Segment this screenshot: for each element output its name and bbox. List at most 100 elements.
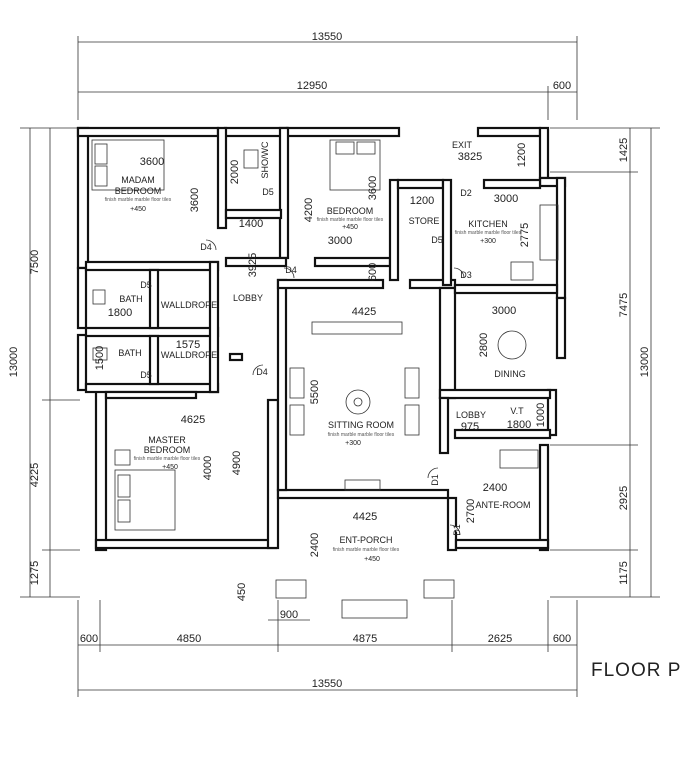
room-madam-level: +450 <box>130 206 146 213</box>
dim-top-inner: 12950 <box>297 80 328 92</box>
room-bedroom-width: 3000 <box>328 235 352 247</box>
door-label-4: D2 <box>460 188 472 198</box>
dim-bottom-seg2: 4850 <box>177 633 201 645</box>
room-dining-height: 2800 <box>478 333 490 357</box>
dimension-lines <box>20 36 660 697</box>
room-vt-width: 1800 <box>507 419 531 431</box>
room-lobby2-width: 975 <box>461 421 479 433</box>
room-walldrope2: WALLDROPE <box>161 350 217 360</box>
drawing-title: FLOOR PL <box>591 660 680 681</box>
dim-left-overall: 13000 <box>8 347 20 378</box>
room-madam-width: 3600 <box>140 156 164 168</box>
room-ante-height: 2700 <box>465 499 477 523</box>
room-kitchen-note: finish marble marble floor tiles <box>455 230 522 236</box>
room-porch-width: 4425 <box>353 511 377 523</box>
room-exit-name: EXIT <box>452 140 473 150</box>
room-porch-note: finish marble marble floor tiles <box>333 547 400 553</box>
room-sitting-width: 4425 <box>352 306 376 318</box>
room-porch-level: +450 <box>364 556 380 563</box>
room-sitting-height: 5500 <box>309 380 321 404</box>
room-porch-name: ENT-PORCH <box>339 535 392 545</box>
room-bedroom-height2: 3600 <box>367 176 379 200</box>
room-master-name1: MASTER <box>148 435 186 445</box>
door-label-9: D4 <box>256 367 268 377</box>
room-kitchen-height: 2775 <box>519 223 531 247</box>
room-dining-name: DINING <box>494 369 526 379</box>
dim-right-mid: 7475 <box>618 293 630 317</box>
room-ante-name: ANTE-ROOM <box>476 500 531 510</box>
dim-bottom-seg4: 2625 <box>488 633 512 645</box>
walls <box>76 126 567 552</box>
door-label-11: D1 <box>452 524 462 536</box>
room-madam-name2: BEDROOM <box>115 186 162 196</box>
furniture <box>91 139 559 619</box>
room-vt-name: V.T <box>510 406 524 416</box>
room-sho-width: 1400 <box>239 218 263 230</box>
room-lobby2-name: LOBBY <box>456 410 486 420</box>
room-master-name2: BEDROOM <box>144 445 191 455</box>
door-symbols <box>205 239 465 536</box>
door-label-5: D5 <box>431 235 443 245</box>
room-madam-name1: MADAM <box>121 175 155 185</box>
room-walldrope-width: 1575 <box>176 339 200 351</box>
room-madam-height: 3600 <box>189 188 201 212</box>
dim-bottom-seg5: 600 <box>553 633 571 645</box>
dim-left-base: 1275 <box>29 561 41 585</box>
room-kitchen-level: +300 <box>480 238 496 245</box>
room-bath1-name: BATH <box>119 294 142 304</box>
room-porch-height: 2400 <box>309 533 321 557</box>
room-master-height2: 4900 <box>231 451 243 475</box>
room-bedroom-note: finish marble marble floor tiles <box>317 217 384 223</box>
dim-step: 900 <box>280 609 298 621</box>
dim-left-upper: 7500 <box>29 250 41 274</box>
room-lobby-name: LOBBY <box>233 293 263 303</box>
dim-top-overall: 13550 <box>312 31 343 43</box>
room-kitchen-name: KITCHEN <box>468 219 508 229</box>
door-label-3: D4 <box>285 265 297 275</box>
room-exit-height: 1200 <box>516 143 528 167</box>
room-store-width: 1200 <box>410 195 434 207</box>
dim-top-offset: 600 <box>553 80 571 92</box>
door-label-10: D1 <box>430 474 440 486</box>
dim-bottom-seg1: 600 <box>80 633 98 645</box>
door-label-8: D5 <box>140 370 152 380</box>
dim-step-height: 450 <box>236 583 248 601</box>
room-bedroom-level: +450 <box>342 224 358 231</box>
dim-right-upper: 1425 <box>618 138 630 162</box>
room-lobby-height: 3925 <box>247 253 259 277</box>
room-exit-width: 3825 <box>458 151 482 163</box>
room-bath2-height: 1500 <box>94 346 106 370</box>
room-bedroom-height: 4200 <box>303 198 315 222</box>
door-label-2: D4 <box>200 242 212 252</box>
door-label-1: D5 <box>262 187 274 197</box>
room-madam-note: finish marble marble floor tiles <box>105 197 172 203</box>
dim-bottom-seg3: 4875 <box>353 633 377 645</box>
room-master-level: +450 <box>162 464 178 471</box>
room-master-note: finish marble marble floor tiles <box>134 456 201 462</box>
dim-right-lower: 2925 <box>618 486 630 510</box>
room-sitting-name: SITTING ROOM <box>328 420 394 430</box>
room-ante-width: 2400 <box>483 482 507 494</box>
room-sitting-level: +300 <box>345 440 361 447</box>
room-bath1-width: 1800 <box>108 307 132 319</box>
room-sho-name: SHO/WC <box>260 141 270 178</box>
room-master-width: 4625 <box>181 414 205 426</box>
room-sho-height: 2000 <box>229 160 241 184</box>
room-spare-dim: 600 <box>367 263 379 281</box>
room-vt-height: 1000 <box>535 403 547 427</box>
room-sitting-note: finish marble marble floor tiles <box>328 432 395 438</box>
dim-bottom-overall: 13550 <box>312 678 343 690</box>
door-label-6: D3 <box>460 270 472 280</box>
dim-left-lower: 4225 <box>29 463 41 487</box>
room-store-name: STORE <box>409 216 440 226</box>
dim-right-base: 1175 <box>618 561 630 585</box>
room-kitchen-width: 3000 <box>494 193 518 205</box>
room-dining-width: 3000 <box>492 305 516 317</box>
dim-right-overall: 13000 <box>639 347 651 378</box>
door-label-7: D5 <box>140 280 152 290</box>
room-bath2-name: BATH <box>118 348 141 358</box>
room-walldrope1: WALLDROPE <box>161 300 217 310</box>
room-bedroom-name: BEDROOM <box>327 206 374 216</box>
room-master-height: 4000 <box>202 456 214 480</box>
